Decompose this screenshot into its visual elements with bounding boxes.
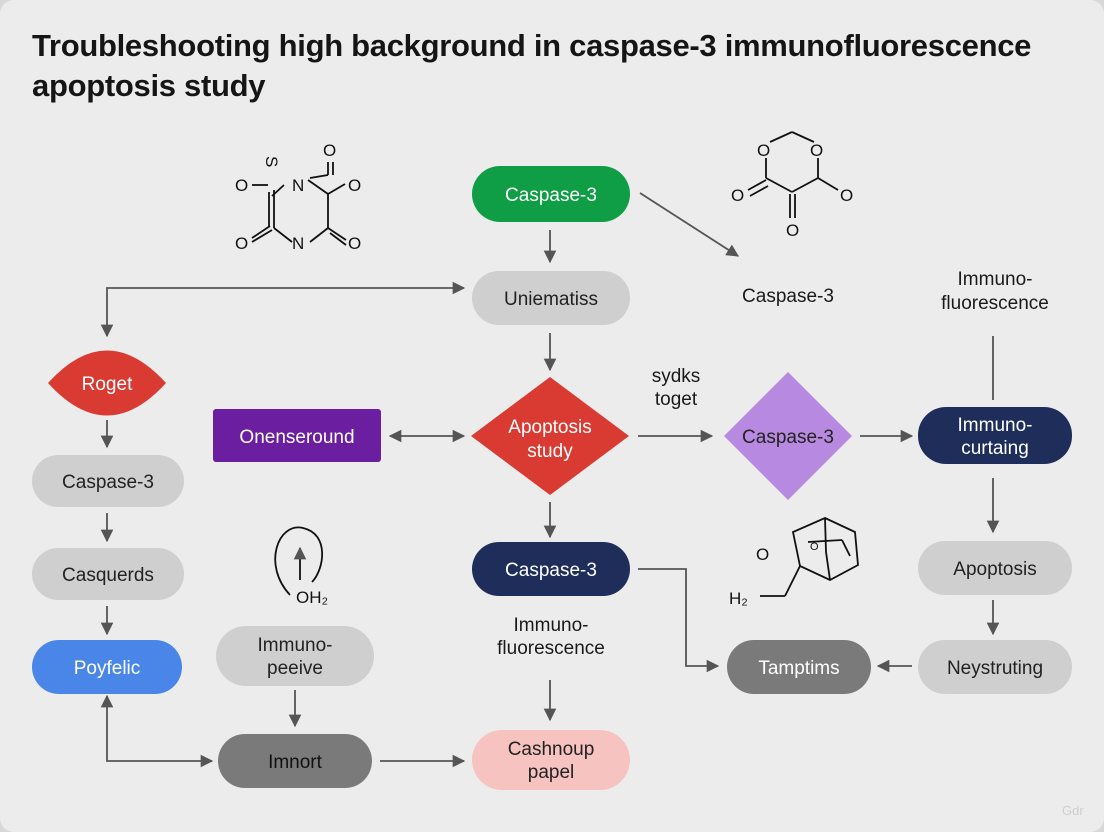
node-label: Caspase-3 xyxy=(505,560,597,581)
node-label: Uniematiss xyxy=(504,289,598,310)
node-label-line2: curtaing xyxy=(961,438,1029,459)
molecule-structure-4: O H₂ O xyxy=(729,517,859,608)
svg-text:N: N xyxy=(292,176,304,195)
node-apoptosis-study[interactable]: Apoptosis study xyxy=(471,377,629,495)
label-immuno-fluor-right-line1: Immuno- xyxy=(958,269,1033,290)
svg-text:N: N xyxy=(292,234,304,253)
node-casquerds[interactable]: Casquerds xyxy=(32,548,184,600)
svg-text:O: O xyxy=(235,176,248,195)
arrow-caspase-navy-to-tamptims xyxy=(638,568,720,673)
node-label: Poyfelic xyxy=(74,658,141,679)
node-uniematiss[interactable]: Uniematiss xyxy=(472,271,630,325)
node-label-line2: peeive xyxy=(267,658,323,679)
node-caspase-left[interactable]: Caspase-3 xyxy=(32,455,184,507)
molecule-structure-3: OH₂ xyxy=(274,526,328,607)
page-title: Troubleshooting high background in caspa… xyxy=(32,28,1032,103)
node-cashnoup-papel[interactable]: Cashnoup papel xyxy=(472,730,630,790)
label-caspase-float: Caspase-3 xyxy=(742,286,834,307)
svg-text:O: O xyxy=(348,234,361,253)
node-onenseround[interactable]: Onenseround xyxy=(213,409,381,462)
label-sydks-line1: sydks xyxy=(652,366,701,387)
node-immuno-curtaing[interactable]: Immuno- curtaing xyxy=(918,407,1072,464)
node-caspase-top[interactable]: Caspase-3 xyxy=(472,166,630,222)
node-label: Caspase-3 xyxy=(62,472,154,493)
svg-text:O: O xyxy=(348,176,361,195)
label-immuno-fluor-right-line2: fluorescence xyxy=(941,293,1049,314)
node-immuno-peeive[interactable]: Immuno- peeive xyxy=(216,626,374,686)
node-label: Caspase-3 xyxy=(505,185,597,206)
node-tamptims[interactable]: Tamptims xyxy=(727,640,871,694)
node-neystruting[interactable]: Neystruting xyxy=(918,640,1072,694)
node-label-line1: Immuno- xyxy=(958,415,1033,436)
node-caspase-diamond[interactable]: Caspase-3 xyxy=(724,372,852,500)
node-label-line1: Immuno- xyxy=(258,635,333,656)
molecule-structure-2: O O O O O xyxy=(731,131,853,240)
svg-text:O: O xyxy=(235,234,248,253)
node-label-line1: Cashnoup xyxy=(508,739,595,760)
node-label-line1: Apoptosis xyxy=(508,417,591,438)
arrow-caspase-to-caspase-label xyxy=(639,192,740,257)
label-sydks-line2: toget xyxy=(655,389,698,410)
node-label: Imnort xyxy=(268,752,323,773)
node-poyfelic[interactable]: Poyfelic xyxy=(32,640,182,694)
svg-text:O: O xyxy=(810,141,823,160)
svg-text:OH₂: OH₂ xyxy=(296,588,328,607)
svg-text:H₂: H₂ xyxy=(729,589,748,608)
molecule-structure-1: O N O O O N O S xyxy=(235,141,361,253)
arrow-roget-to-uniematiss xyxy=(100,281,466,338)
node-imnort[interactable]: Imnort xyxy=(218,734,372,788)
svg-text:O: O xyxy=(810,541,819,553)
node-label: Caspase-3 xyxy=(742,427,834,448)
svg-text:O: O xyxy=(756,545,769,564)
svg-text:O: O xyxy=(757,141,770,160)
label-immuno-fluor-center-line1: Immuno- xyxy=(514,615,589,636)
node-apoptosis-right[interactable]: Apoptosis xyxy=(918,541,1072,595)
node-label-line2: papel xyxy=(528,762,575,783)
node-label: Roget xyxy=(82,374,133,395)
arrow-poyfelic-to-imnort xyxy=(100,694,214,768)
node-label: Onenseround xyxy=(239,427,354,448)
watermark: Gdr xyxy=(1062,803,1084,818)
node-label: Apoptosis xyxy=(953,559,1036,580)
label-immuno-fluor-center-line2: fluorescence xyxy=(497,638,605,659)
svg-text:S: S xyxy=(262,156,281,167)
svg-text:O: O xyxy=(731,186,744,205)
node-roget[interactable]: Roget xyxy=(48,350,166,416)
node-label: Neystruting xyxy=(947,658,1043,679)
node-label-line2: study xyxy=(527,441,573,462)
node-caspase-navy[interactable]: Caspase-3 xyxy=(472,542,630,596)
svg-text:O: O xyxy=(840,186,853,205)
node-label: Casquerds xyxy=(62,565,154,586)
connectors xyxy=(100,192,1000,768)
node-label: Tamptims xyxy=(758,658,839,679)
svg-text:O: O xyxy=(786,221,799,240)
svg-text:O: O xyxy=(323,141,336,160)
